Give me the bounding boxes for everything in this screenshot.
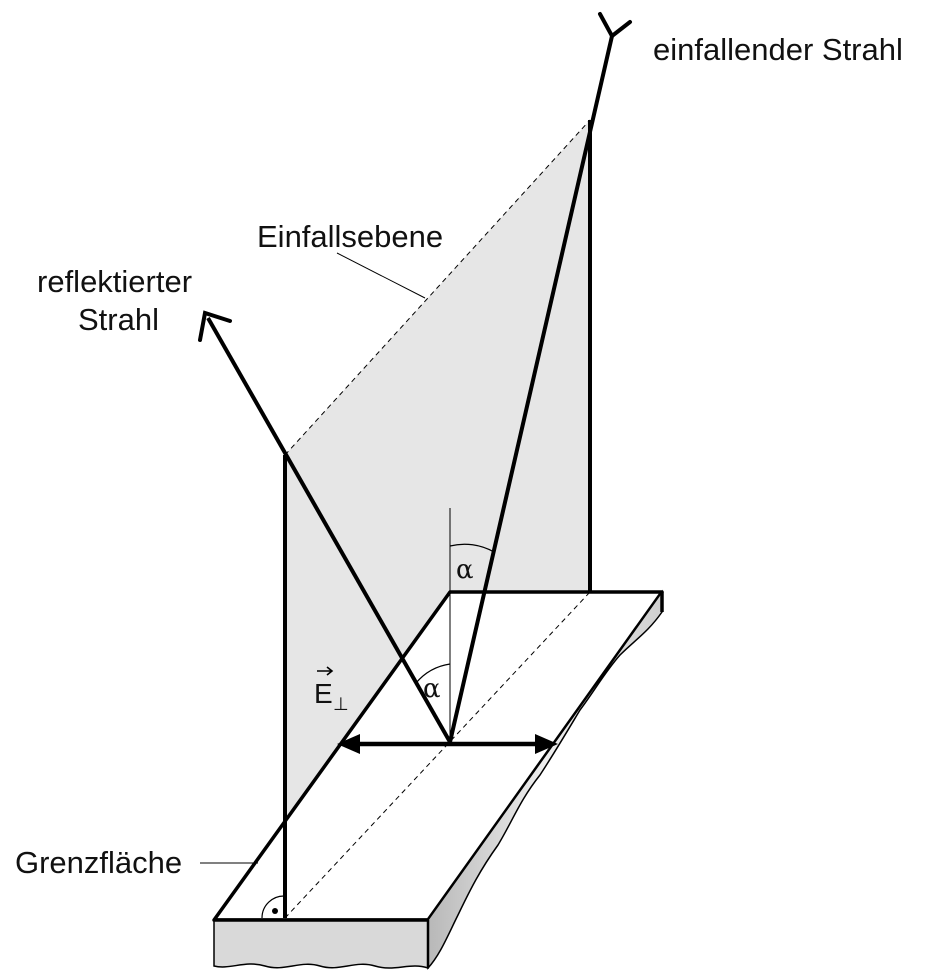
reflected-ray [206,317,452,743]
reflected-ray-arrowhead-icon [198,310,232,342]
plane-of-incidence-label: Einfallsebene [257,219,443,254]
incident-ray-feather-icon [598,12,632,38]
reflected-ray-label-line1: reflektierter [37,264,192,299]
e-field-arrowhead-right-icon [535,734,558,754]
interface-label: Grenzfläche [15,845,182,880]
angle-arc-reflected [415,663,451,684]
e-field-vector-arrow-icon [317,666,334,676]
right-angle-dot [272,908,278,914]
incident-ray [448,35,614,743]
reflected-ray-label-line2: Strahl [78,302,159,337]
slab-side-face [427,589,663,970]
interface-intersection-dashed [284,591,591,919]
angle-arc-incident [449,543,495,553]
e-field-letter: E [314,678,333,709]
incident-ray-label: einfallender Strahl [653,32,903,67]
angle-reflected-label: α [423,674,441,704]
e-field-symbol: E ⊥ [314,666,349,714]
e-field-subscript: ⊥ [333,694,349,714]
right-angle-marker [261,895,286,919]
slab-top-face [212,590,664,922]
plane-label-leader [336,252,426,299]
slab-front-face [213,919,429,970]
plane-top-dashed-edge [284,119,591,456]
e-field-arrowhead-left-icon [337,734,360,754]
angle-incident-label: α [456,555,474,585]
